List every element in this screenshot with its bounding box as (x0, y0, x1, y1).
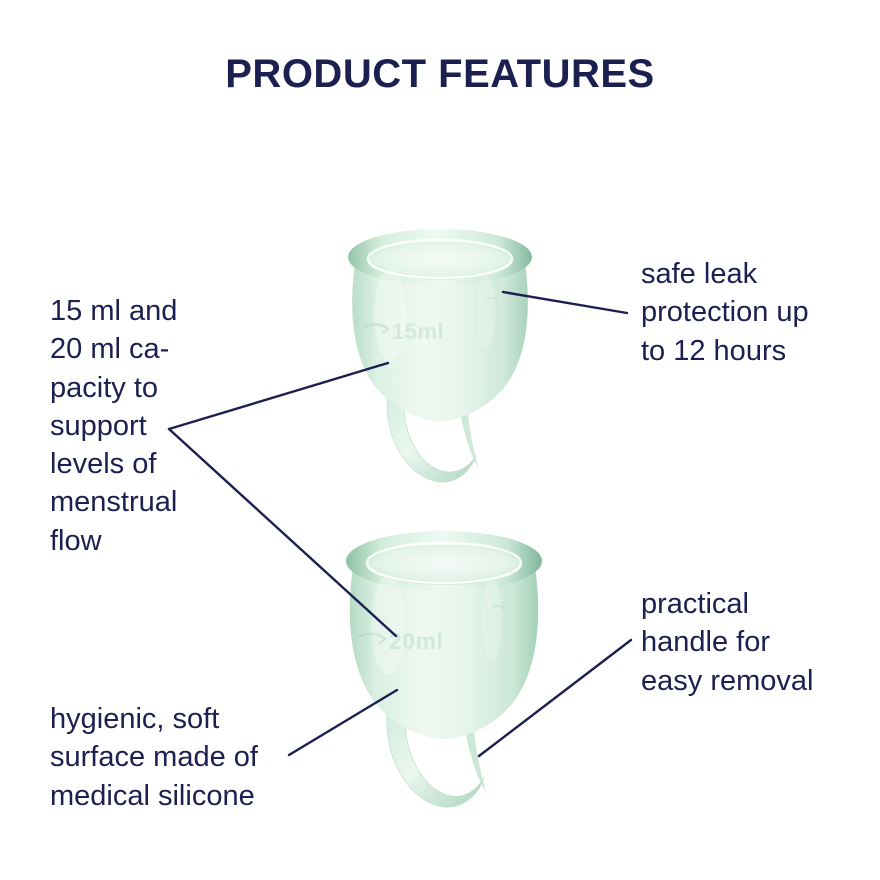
menstrual-cup-15ml: 15ml (348, 229, 532, 483)
capacity-emboss-15ml: 15ml (362, 319, 444, 344)
callout-silicone: hygienic, soft surface made of medical s… (50, 703, 258, 812)
cup-handle-icon (386, 704, 486, 808)
cup-body (352, 257, 528, 421)
capacity-emboss-20ml: 20ml (356, 628, 443, 654)
callout-leak-protection: safe leak protection up to 12 hours (641, 258, 809, 367)
page-title: PRODUCT FEATURES (225, 52, 655, 96)
emboss-label-upper: 15ml (392, 319, 444, 344)
cup-inner-bowl (367, 545, 521, 585)
cup-handle-icon (386, 389, 479, 483)
emboss-label-lower: 20ml (389, 628, 443, 654)
callout-handle: practical handle for easy removal (641, 588, 814, 697)
menstrual-cup-20ml: 20ml (346, 531, 542, 808)
cup-inner-bowl (368, 242, 512, 280)
callout-capacity: 15 ml and 20 ml ca- pacity to support le… (50, 295, 178, 557)
